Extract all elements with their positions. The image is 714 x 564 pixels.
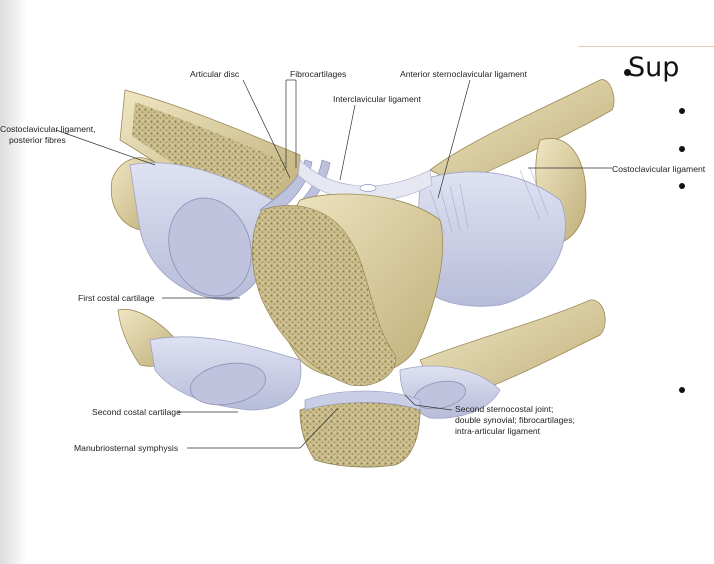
label-first-costal-cartilage: First costal cartilage [78,293,155,303]
label-second-sternocostal-joint-1: Second sternocostal joint; [455,404,553,414]
label-articular-disc: Articular disc [190,69,240,79]
label-manubriosternal-symphysis: Manubriosternal symphysis [74,443,178,453]
sub-bullet-4 [679,387,685,393]
sub-bullet-3 [679,183,685,189]
slide-edge-shadow [0,0,26,564]
manubrium-cancellous [251,205,397,387]
label-costoclavicular-posterior-1: Costoclavicular ligament, [0,124,96,134]
suprasternal-notch-foramen [359,184,377,192]
right-joint-capsule [414,171,566,307]
label-costoclavicular-posterior-2: posterior fibres [9,135,66,145]
label-costoclavicular-ligament: Costoclavicular ligament [612,164,706,174]
slide-title: Sup [628,52,680,83]
label-second-costal-cartilage: Second costal cartilage [92,407,181,417]
left-clavicle-cancellous [132,102,285,208]
first-costal-cartilage-left [168,197,252,297]
label-second-sternocostal-joint-2: double synovial; fibrocartilages; [455,415,575,425]
label-interclavicular-ligament: Interclavicular ligament [333,94,421,104]
sub-bullet-2 [679,146,685,152]
title-divider [578,46,714,47]
label-fibrocartilages: Fibrocartilages [290,69,346,79]
manubriosternal-disc [304,390,421,411]
right-clavicle [429,79,615,186]
second-costal-cartilage-left [190,362,266,406]
sternoclavicular-joint-illustration: Articular disc Fibrocartilages Anterior … [0,69,706,468]
label-anterior-sternoclavicular-ligament: Anterior sternoclavicular ligament [400,69,528,79]
label-second-sternocostal-joint-3: intra-articular ligament [455,426,541,436]
leader-lines [55,79,612,449]
sternal-body [299,402,421,468]
anterior-ligament-fibres [429,167,549,236]
sub-bullet-1 [679,108,685,114]
title-bullet [624,69,631,76]
interclavicular-ligament [297,159,433,202]
